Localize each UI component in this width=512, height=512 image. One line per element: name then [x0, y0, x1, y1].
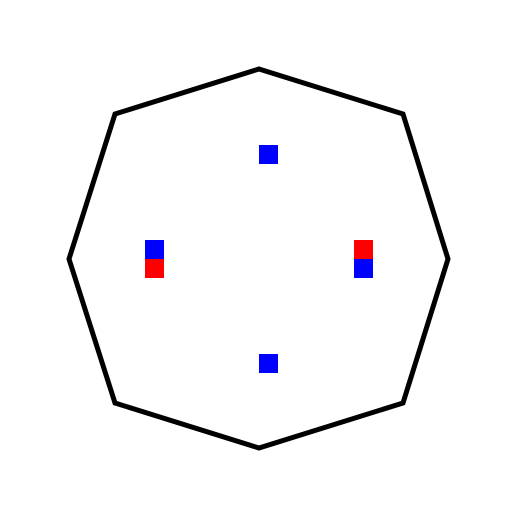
- piece-left[interactable]: [145, 240, 164, 278]
- piece-right[interactable]: [354, 240, 373, 278]
- piece-bottom-square-blue: [259, 354, 278, 373]
- piece-left-square-red: [145, 259, 164, 278]
- piece-right-square-red: [354, 240, 373, 259]
- piece-left-square-blue: [145, 240, 164, 259]
- piece-top-square-blue: [259, 145, 278, 164]
- piece-right-square-blue: [354, 259, 373, 278]
- pieces-layer: [145, 145, 373, 373]
- piece-bottom[interactable]: [259, 354, 278, 373]
- octagon-outline: [66, 66, 451, 451]
- piece-top[interactable]: [259, 145, 278, 164]
